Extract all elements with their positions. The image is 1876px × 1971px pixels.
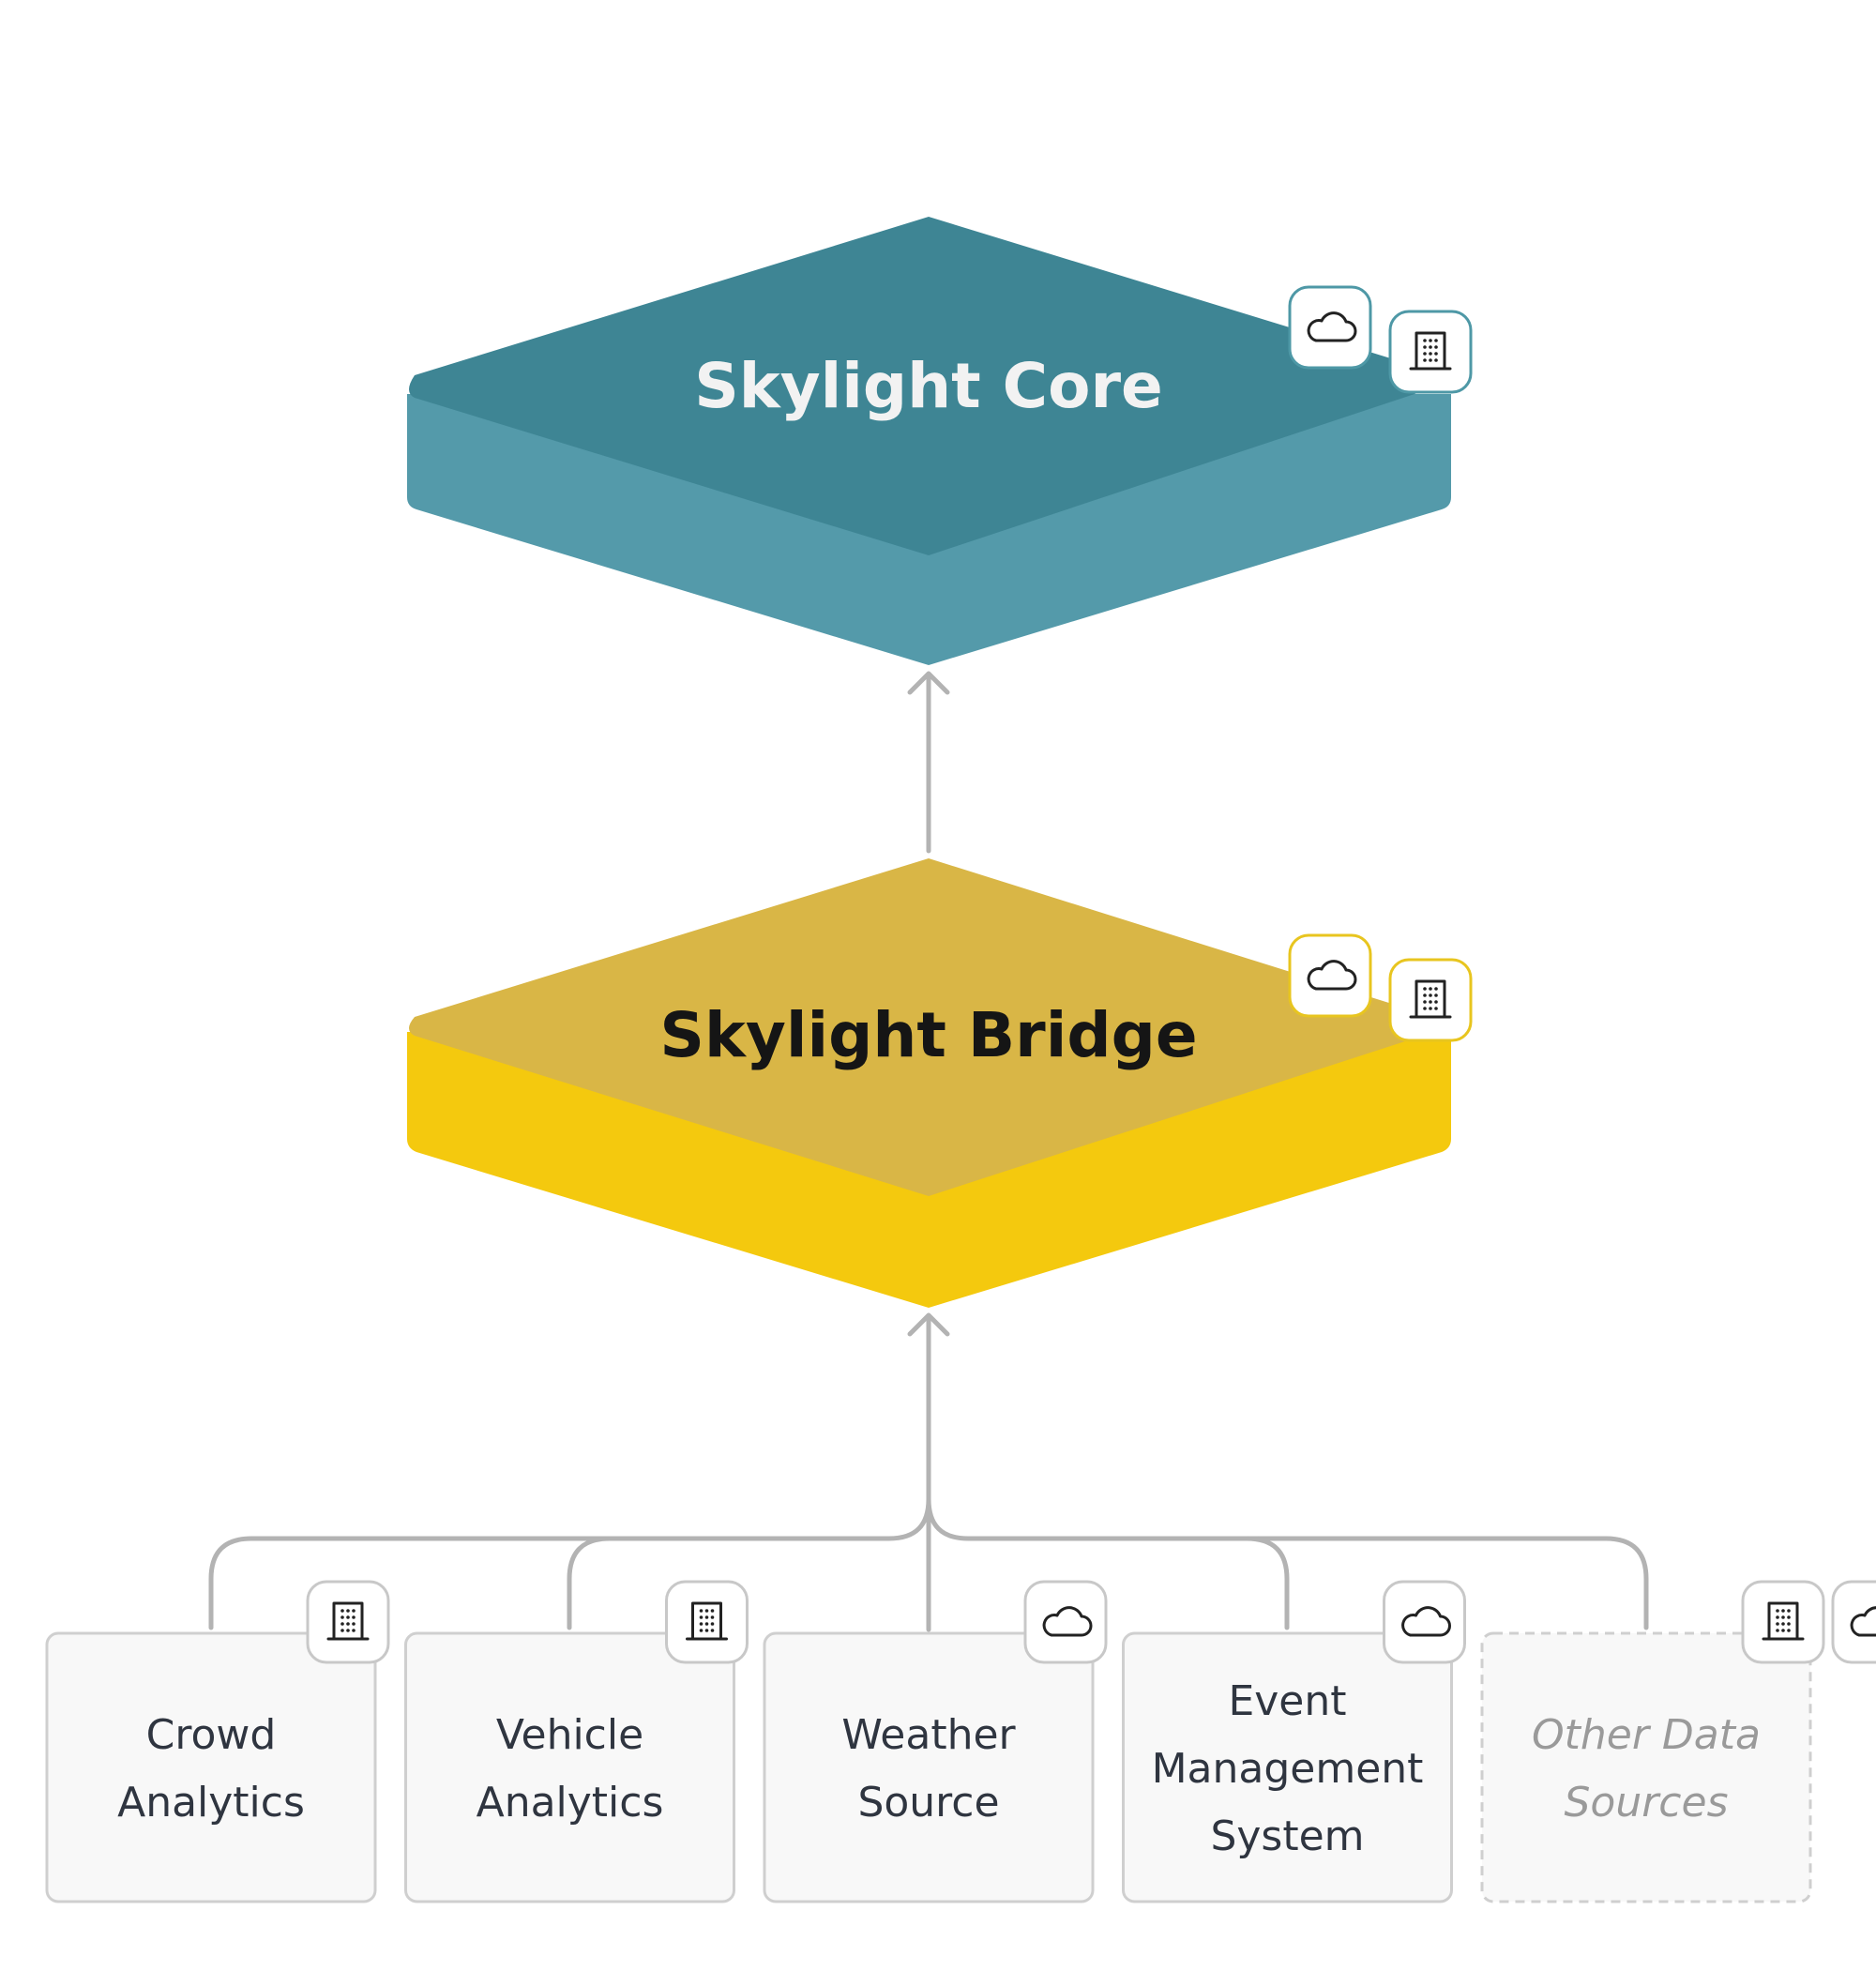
bridge-building-badge [1388,958,1473,1042]
source-box [1480,1631,1812,1903]
building-icon [1409,331,1452,371]
core-building-badge [1388,310,1473,394]
source-label-line: Management [1152,1745,1424,1793]
building-badge [665,1580,749,1664]
source-label-line: Event [1228,1677,1346,1725]
source-label-line: Source [857,1779,999,1827]
source-label-line: Vehicle [496,1711,643,1759]
source-box [763,1631,1095,1903]
cloud-icon [1307,311,1357,342]
data-sources: CrowdAnalyticsVehicleAnalyticsWeatherSou… [45,1580,1876,1903]
skylight-core-layer: Skylight Core [407,217,1451,665]
building-badge [306,1580,390,1664]
core-title: Skylight Core [694,350,1163,422]
bridge-top [409,858,1448,1196]
bridge-title: Skylight Bridge [659,999,1197,1071]
source-label-line: System [1210,1812,1364,1860]
source-box [1122,1631,1453,1903]
bridge-cloud-badge [1288,933,1372,1018]
source-label-line: Analytics [117,1779,305,1827]
core-cloud-badge [1288,285,1372,370]
source-label-line: Weather [841,1711,1016,1759]
source-label-line: Analytics [477,1779,664,1827]
cloud-badge [1831,1580,1876,1664]
cloud-badge [1023,1580,1108,1664]
core-top [409,217,1448,555]
cloud-icon [1307,960,1357,991]
source-label-line: Sources [1564,1779,1728,1827]
source-label-line: Crowd [146,1711,277,1759]
cloud-icon [1850,1606,1876,1637]
building-icon [686,1601,728,1641]
building-icon [1762,1601,1805,1641]
source-connectors [208,1312,1649,1632]
building-icon [326,1601,370,1641]
source-box [404,1631,735,1903]
building-badge [1741,1580,1825,1664]
source-label-line: Other Data [1532,1711,1761,1759]
cloud-icon [1042,1606,1093,1637]
source-box [45,1631,377,1903]
cloud-icon [1401,1606,1451,1637]
skylight-bridge-layer: Skylight Bridge [407,858,1451,1308]
bridge-to-core-arrow [907,671,950,854]
cloud-badge [1383,1580,1466,1664]
building-icon [1409,979,1452,1019]
